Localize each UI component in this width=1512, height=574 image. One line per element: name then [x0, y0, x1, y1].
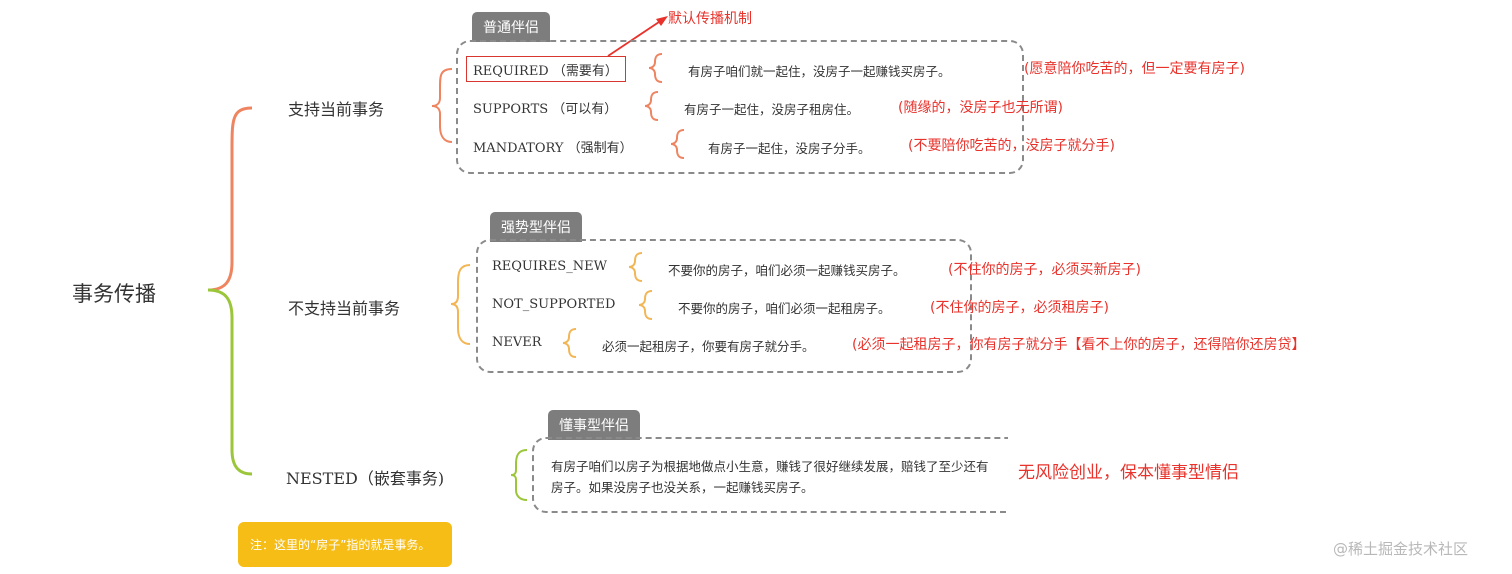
item-not-supported-desc: 不要你的房子，咱们必须一起租房子。	[678, 301, 891, 316]
root-node: 事务传播	[72, 282, 156, 306]
branch-support: 支持当前事务	[288, 100, 385, 119]
item-brace	[648, 53, 663, 83]
item-required-note: (愿意陪你吃苦的，但一定要有房子)	[1024, 61, 1245, 77]
item-mandatory-note: (不要陪你吃苦的，没房子就分手)	[908, 138, 1115, 154]
item-brace	[562, 328, 577, 358]
item-requires-new: REQUIRES_NEW	[492, 259, 607, 274]
branch-not-support: 不支持当前事务	[288, 299, 401, 318]
main-brace-bottom	[207, 288, 253, 476]
tag-sensible-partner: 懂事型伴侣	[548, 410, 640, 440]
group1-brace	[431, 68, 453, 143]
group3-box	[532, 437, 1008, 513]
item-never-note: (必须一起租房子，你有房子就分手【看不上你的房子，还得陪你还房贷】	[852, 337, 1306, 353]
group3-brace	[510, 449, 528, 501]
default-propagation-note: 默认传播机制	[668, 11, 752, 27]
item-not-supported: NOT_SUPPORTED	[492, 297, 616, 312]
item-required-desc: 有房子咱们就一起住，没房子一起赚钱买房子。	[688, 64, 951, 79]
item-supports-desc: 有房子一起住，没房子租房住。	[684, 102, 860, 117]
item-never-desc: 必须一起租房子，你要有房子就分手。	[602, 339, 815, 354]
item-requires-new-desc: 不要你的房子，咱们必须一起赚钱买房子。	[668, 263, 906, 278]
nested-note: 无风险创业，保本懂事型情侣	[1018, 463, 1239, 483]
item-supports-note: (随缘的，没房子也无所谓)	[898, 100, 1063, 116]
item-mandatory-desc: 有房子一起住，没房子分手。	[708, 141, 871, 156]
item-requires-new-note: (不住你的房子，必须买新房子)	[948, 262, 1141, 278]
item-brace	[644, 91, 659, 121]
item-mandatory: MANDATORY （强制有）	[473, 141, 633, 156]
tag-normal-partner: 普通伴侣	[472, 12, 550, 42]
group2-brace	[450, 264, 471, 345]
main-brace-top	[207, 106, 253, 292]
item-brace	[628, 252, 643, 282]
group1-box	[456, 40, 1024, 174]
item-brace	[638, 290, 653, 320]
item-never: NEVER	[492, 335, 542, 350]
item-required: REQUIRED （需要有）	[473, 64, 618, 79]
arrow-head	[656, 16, 668, 26]
item-brace	[670, 129, 685, 159]
watermark: @稀土掘金技术社区	[1333, 540, 1469, 558]
required-highlight-box	[466, 56, 626, 82]
arrow-line	[607, 19, 663, 57]
item-supports: SUPPORTS （可以有）	[473, 102, 618, 117]
footnote-badge: 注：这里的“房子”指的就是事务。	[238, 522, 452, 567]
tag-strong-partner: 强势型伴侣	[490, 212, 582, 242]
nested-description: 有房子咱们以房子为根据地做点小生意，赚钱了很好继续发展，赔钱了至少还有房子。如果…	[551, 459, 989, 495]
branch-nested: NESTED（嵌套事务)	[286, 469, 445, 488]
group2-box	[476, 239, 972, 373]
item-not-supported-note: (不住你的房子，必须租房子)	[930, 300, 1109, 316]
